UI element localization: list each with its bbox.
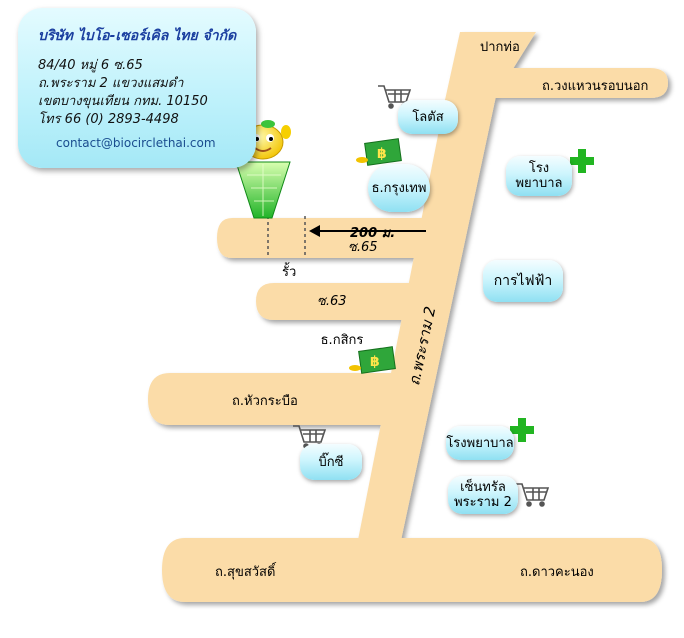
road-outer-ring: [470, 68, 668, 98]
money-icon-kasikorn: ฿: [349, 346, 396, 374]
hospital-cross-icon-2: [510, 418, 534, 442]
company-name: บริษัท ไบโอ-เซอร์เคิล ไทย จำกัด: [38, 28, 237, 44]
arrow-left-icon: [309, 225, 426, 237]
label-sukhumvit: ถ.สุขสวัสดิ์: [215, 565, 276, 580]
landmark-lotus: โลตัส: [398, 100, 458, 134]
landmark-kasikorn: ธ.กสิกร: [320, 332, 364, 348]
road-hua-krabue: [148, 373, 395, 425]
road-soi65: [217, 218, 432, 258]
landmark-hospital-2: โรงพยาบาล: [446, 426, 514, 460]
address-line-3: เขตบางขุนเทียน กทม. 10150: [38, 94, 208, 109]
landmark-hospital-1: โรงพยาบาล: [506, 156, 572, 196]
label-pak-tho: ปากท่อ: [480, 40, 520, 55]
landmark-central-line1: เซ็นทรัล: [460, 480, 506, 495]
landmark-bangkok-bank: ธ.กรุงเทพ: [368, 164, 430, 212]
landmark-electricity: การไฟฟ้า: [483, 260, 563, 302]
label-hua-krabue: ถ.หัวกระบือ: [232, 394, 298, 409]
cart-icon-lotus: [378, 85, 412, 109]
landmark-bigc: บิ๊กซี: [300, 444, 362, 480]
address-line-2: ถ.พระราม 2 แขวงแสมดำ: [38, 76, 184, 91]
label-outer-ring: ถ.วงแหวนรอบนอก: [542, 79, 649, 94]
cart-icon-central: [516, 483, 550, 507]
hospital-cross-icon-1: [570, 149, 594, 173]
landmark-central: เซ็นทรัล พระราม 2: [448, 476, 518, 514]
label-distance: 200 ม.: [350, 226, 396, 241]
label-soi63: ซ.63: [317, 294, 347, 309]
road-soi63: [256, 283, 415, 320]
landmark-central-line2: พระราม 2: [454, 495, 512, 510]
label-soi65: ซ.65: [348, 240, 378, 255]
label-dao-khanong: ถ.ดาวคะนอง: [520, 565, 594, 580]
phone-number: โทร 66 (0) 2893-4498: [38, 112, 179, 127]
email-link[interactable]: contact@biocirclethai.com: [56, 136, 216, 150]
svg-text:฿: ฿: [370, 354, 380, 370]
money-icon-bangkok-bank: ฿: [356, 138, 402, 166]
address-line-1: 84/40 หมู่ 6 ซ.65: [38, 58, 143, 73]
svg-text:฿: ฿: [377, 146, 387, 162]
label-fence: รั้ว: [282, 265, 297, 280]
company-info-card: บริษัท ไบโอ-เซอร์เคิล ไทย จำกัด 84/40 หม…: [18, 8, 256, 168]
road-bottom: [162, 538, 662, 602]
road-rama2: [357, 32, 536, 545]
